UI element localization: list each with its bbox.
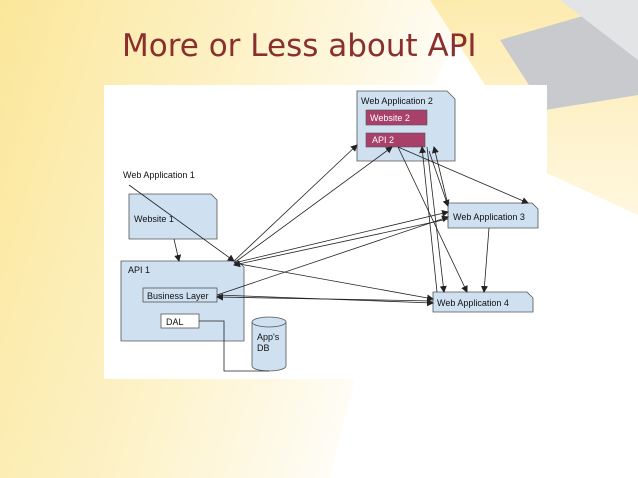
website-1-label: Website 1 xyxy=(134,214,174,224)
arrow-website1-api1 xyxy=(173,238,182,262)
website-2-label: Website 2 xyxy=(370,113,410,123)
web-application-4-label: Web Application 4 xyxy=(437,298,509,308)
api-2-label: API 2 xyxy=(372,135,394,145)
arrow-webapp3-api1 xyxy=(233,218,449,268)
web-application-3-label: Web Application 3 xyxy=(453,212,525,222)
architecture-diagram: Web Application 2 Website 2 API 2 Web Ap… xyxy=(104,85,547,379)
arrow-api2-webapp3-b xyxy=(428,150,450,207)
watermark-panel xyxy=(500,384,605,448)
arrow-webapp4-api2 xyxy=(419,146,438,293)
db-label-line2: DB xyxy=(257,343,270,353)
api-2-box xyxy=(365,132,426,148)
arrow-api1-webapp4 xyxy=(233,262,434,302)
web-application-1-label: Web Application 1 xyxy=(123,170,195,180)
arrow-api2-webapp3 xyxy=(397,146,529,204)
arrow-api1-webapp2 xyxy=(233,144,358,262)
arrow-webapp1-api1 xyxy=(128,184,235,262)
dal-label: DAL xyxy=(166,317,184,327)
arrow-webapp3-api2 xyxy=(432,146,449,206)
connector-arrows xyxy=(128,144,529,307)
arrow-webapp2-webapp4 xyxy=(426,146,447,293)
arrow-api2-webapp4-a xyxy=(397,146,468,293)
slide-title: More or Less about API xyxy=(122,28,477,64)
arrow-api1-webapp3-a xyxy=(233,209,449,264)
web-application-2-label: Web Application 2 xyxy=(361,96,433,106)
dal-db-connector xyxy=(199,320,269,372)
arrow-webapp3-webapp4 xyxy=(480,227,490,293)
arrow-webapp4-business xyxy=(216,293,434,302)
web-application-4-box xyxy=(432,291,534,313)
business-layer-label: Business Layer xyxy=(147,291,209,301)
web-application-3-box xyxy=(447,202,539,229)
gray-swoosh-light xyxy=(560,0,638,60)
arrow-business-webapp3 xyxy=(216,215,449,296)
db-label-line1: App's xyxy=(257,332,280,342)
arrow-api1-api2 xyxy=(233,146,393,264)
api-1-label: API 1 xyxy=(128,265,150,275)
website-2-box xyxy=(365,109,428,126)
apps-db-cylinder xyxy=(251,316,287,372)
